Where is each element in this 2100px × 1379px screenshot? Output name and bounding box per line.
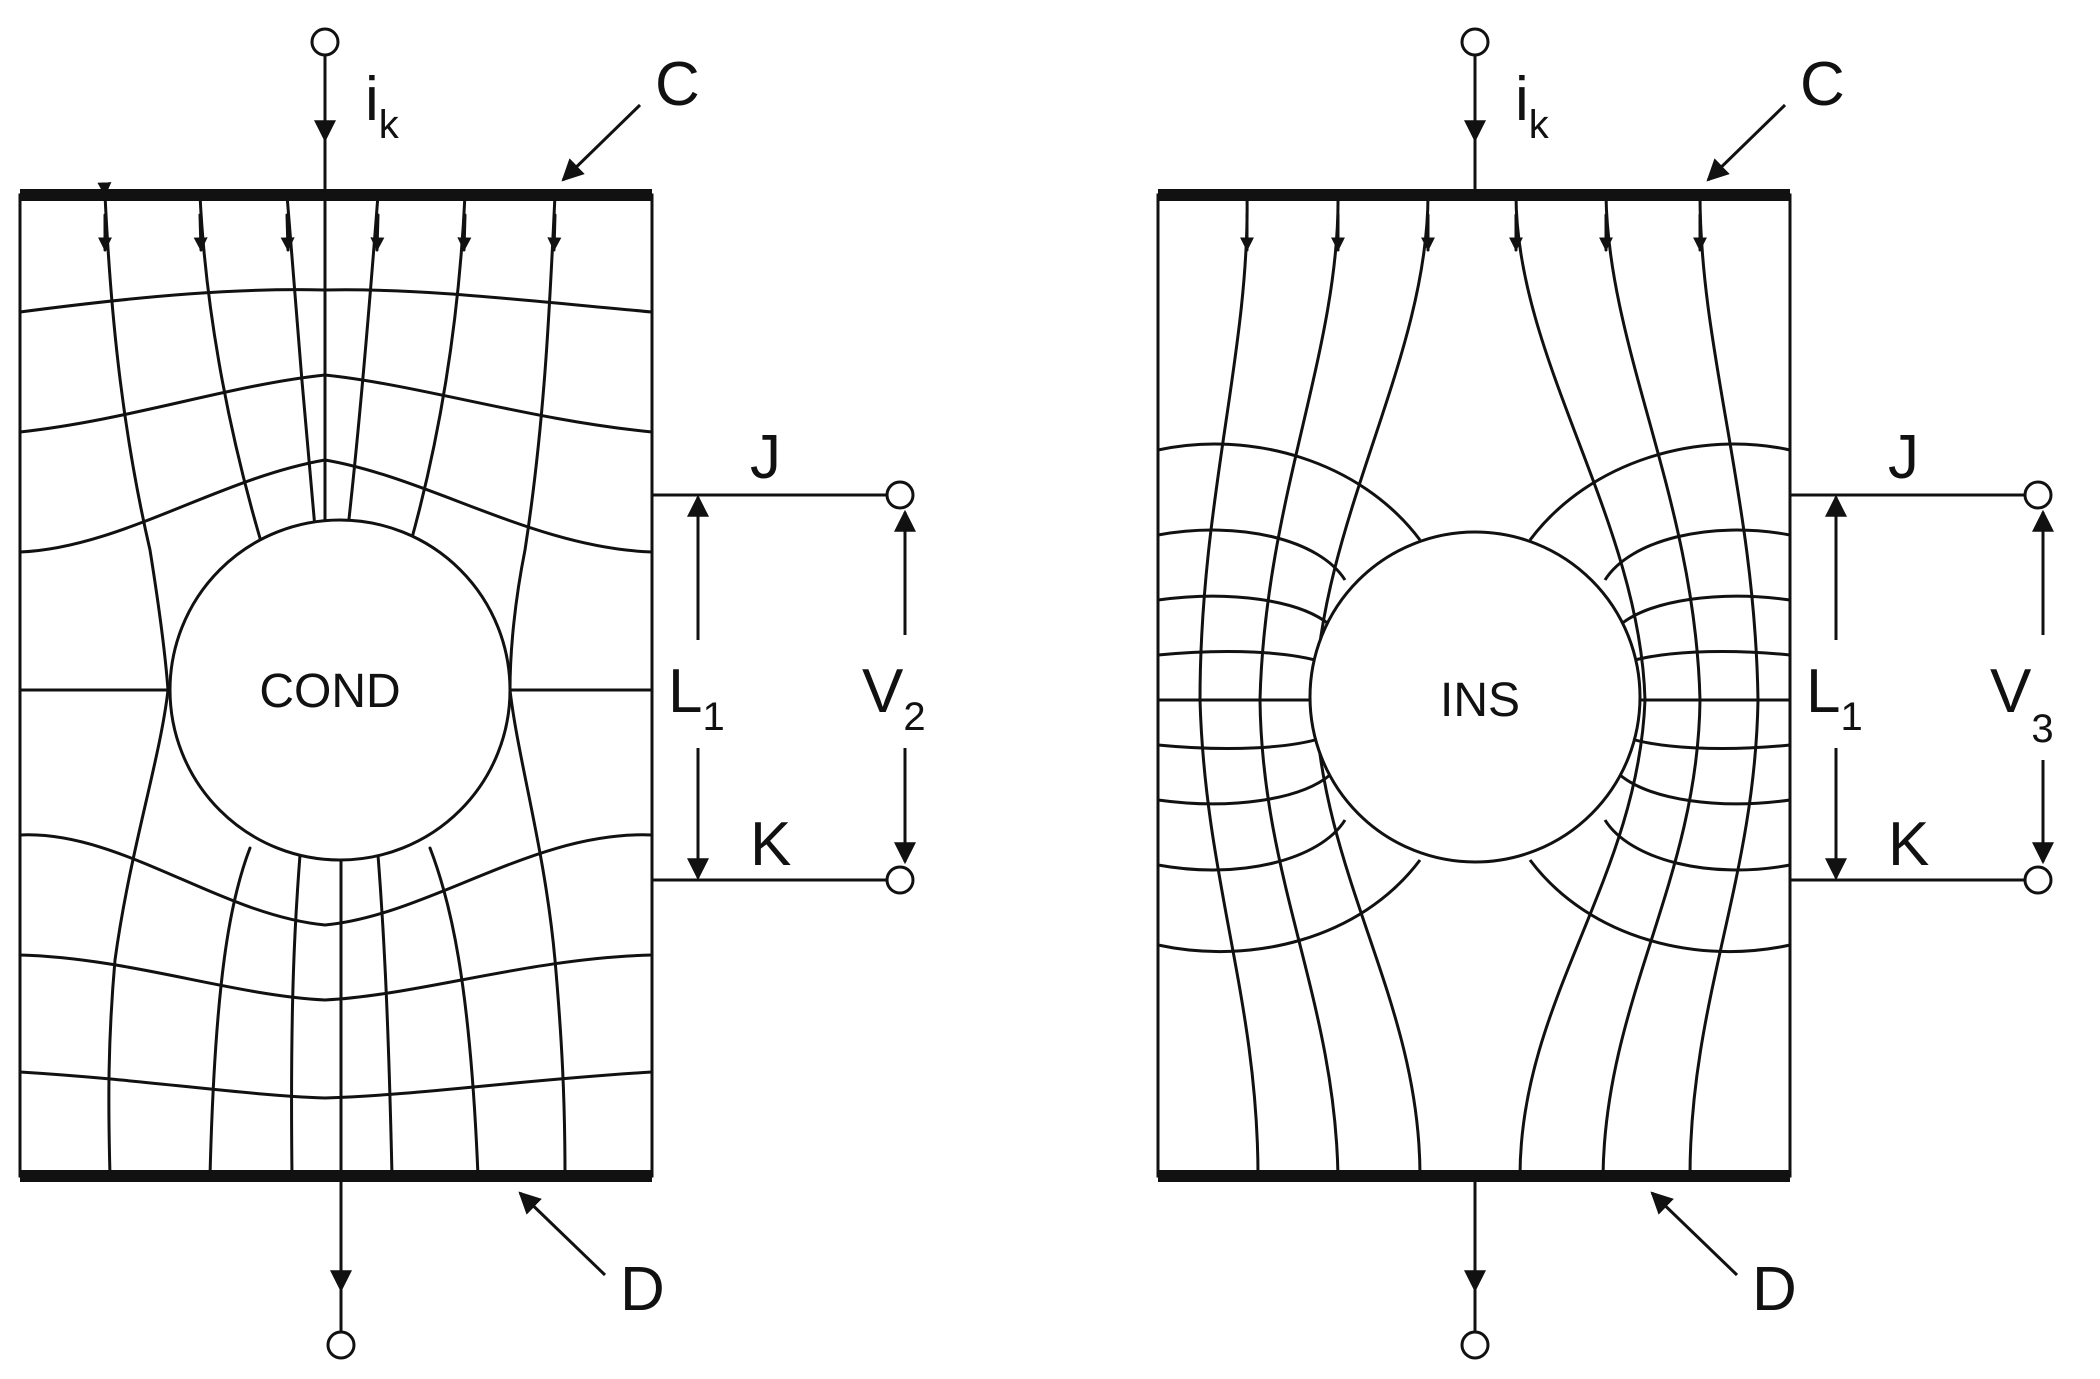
left-current-label: ik	[365, 65, 400, 147]
left-bottom-electrode-pointer	[518, 1191, 607, 1277]
left-conductor-object	[168, 518, 512, 862]
right-top-electrode-pointer	[1706, 103, 1787, 182]
left-top-electrode-pointer	[561, 103, 642, 182]
left-probe-j-terminal	[885, 480, 915, 510]
right-insulator-object	[1308, 530, 1642, 864]
right-equipotentials	[1157, 442, 1791, 954]
right-probe-j-terminal	[2023, 480, 2053, 510]
left-field-lines-lower	[107, 688, 567, 1178]
left-voltage-label: V2	[862, 657, 926, 739]
left-field-lines-upper	[97, 182, 562, 692]
right-bottom-electrode-label: D	[1752, 1255, 1797, 1324]
right-length-label: L1	[1806, 657, 1863, 739]
left-length-label: L1	[668, 657, 725, 739]
right-probe-j-label: J	[1888, 423, 1919, 492]
left-object-label: COND	[259, 665, 400, 718]
left-probe-k-terminal	[885, 865, 915, 895]
left-bottom-electrode-label: D	[620, 1255, 665, 1324]
left-panel: COND ik C D J K L1 V2	[18, 27, 926, 1360]
left-output-terminal	[326, 1330, 356, 1360]
left-input-terminal	[310, 27, 340, 57]
right-voltage-label: V3	[1990, 657, 2054, 751]
left-probe-k-label: K	[750, 810, 791, 879]
right-object-label: INS	[1440, 674, 1520, 727]
left-top-electrode-label: C	[655, 50, 700, 119]
right-current-label: ik	[1515, 65, 1550, 147]
right-panel: INS ik C D J K L1 V3	[1156, 27, 2054, 1360]
right-probe-k-terminal	[2023, 865, 2053, 895]
left-probe-j-label: J	[750, 423, 781, 492]
right-probe-k-label: K	[1888, 810, 1929, 879]
right-top-electrode-label: C	[1800, 50, 1845, 119]
right-bottom-electrode-pointer	[1650, 1191, 1739, 1277]
left-equipotentials	[19, 288, 653, 1100]
right-output-terminal	[1460, 1330, 1490, 1360]
right-input-terminal	[1460, 27, 1490, 57]
